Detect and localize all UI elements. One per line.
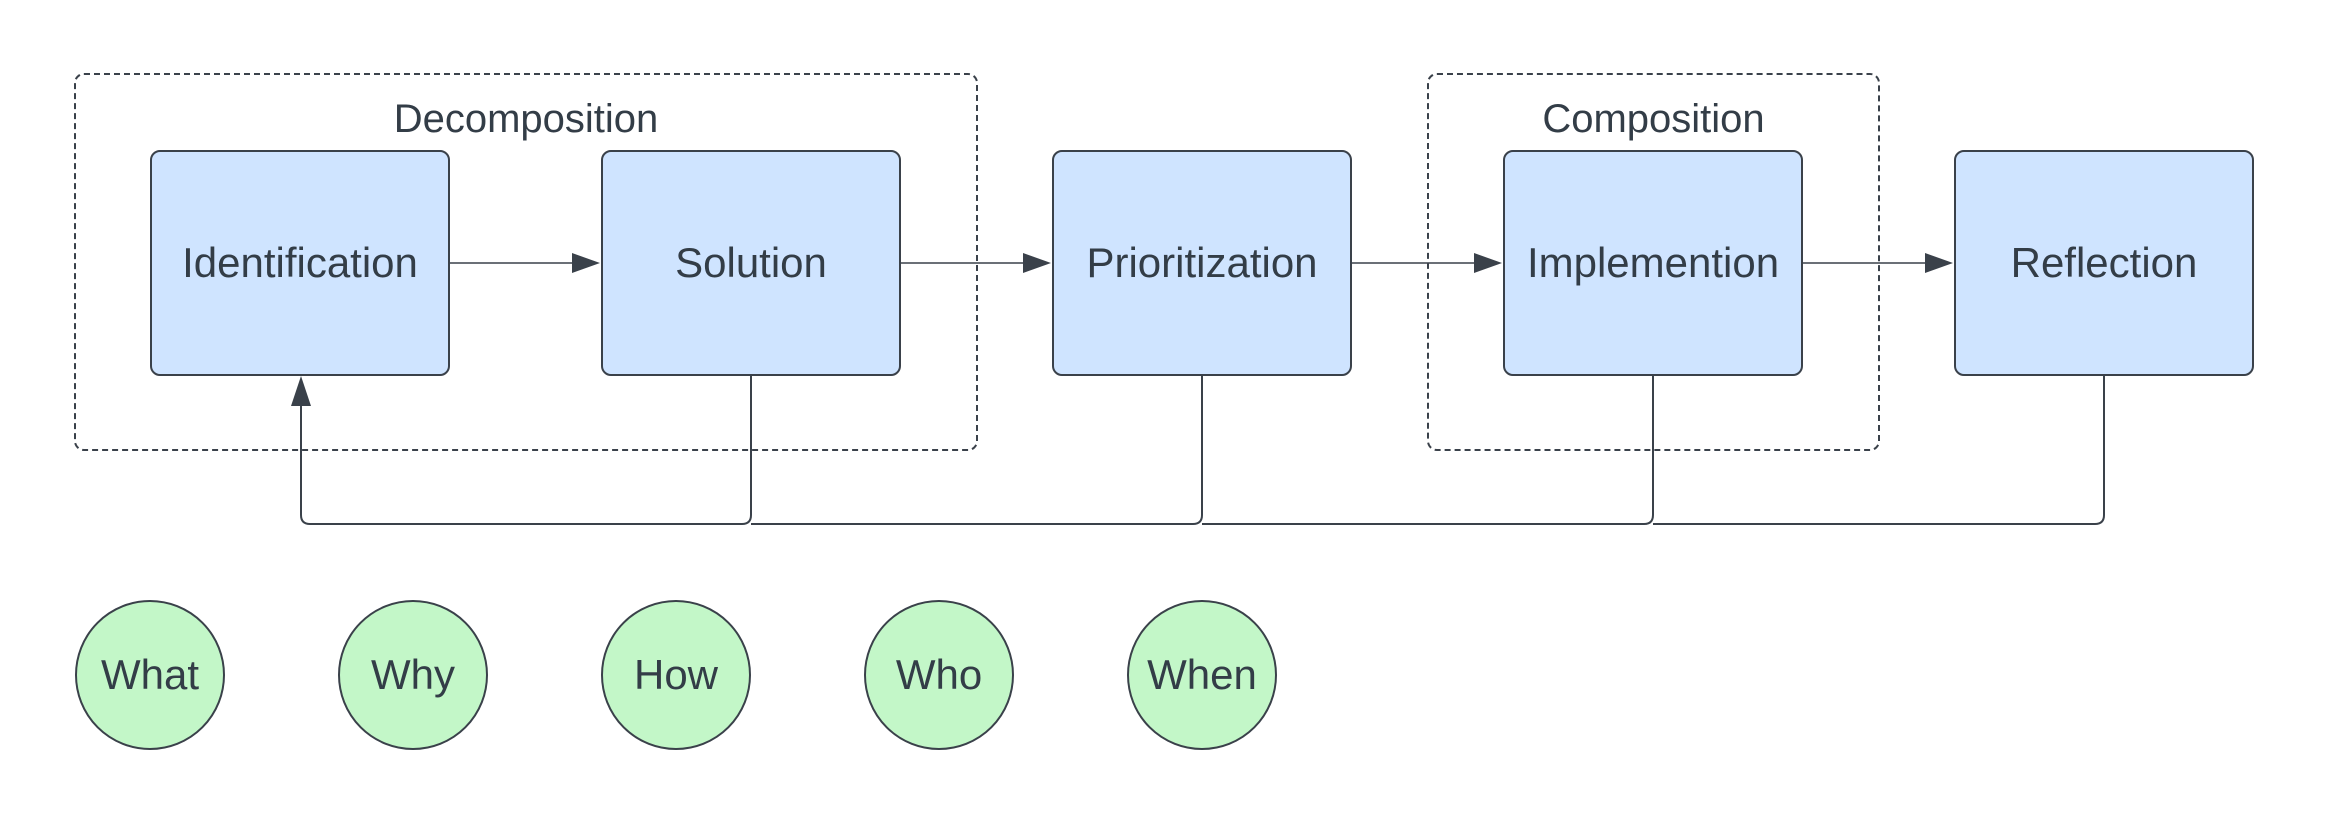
feedback-line-prioritization: [751, 376, 1203, 525]
feedback-line-implementation: [1202, 376, 1654, 525]
question-how[interactable]: How: [601, 600, 751, 750]
step-prioritization[interactable]: Prioritization: [1052, 150, 1352, 376]
arrowhead-solution: [572, 253, 600, 273]
step-implementation[interactable]: Implemention: [1503, 150, 1803, 376]
arrowhead-prioritization: [1023, 253, 1051, 273]
question-who-label: Who: [895, 651, 983, 698]
step-implementation-label: Implemention: [1526, 239, 1780, 286]
question-why[interactable]: Why: [338, 600, 488, 750]
question-who[interactable]: Who: [864, 600, 1014, 750]
question-when-label: When: [1147, 651, 1257, 698]
step-solution[interactable]: Solution: [601, 150, 901, 376]
arrowhead-implementation: [1474, 253, 1502, 273]
step-reflection[interactable]: Reflection: [1954, 150, 2254, 376]
feedback-line-reflection: [1653, 376, 2105, 525]
question-when[interactable]: When: [1127, 600, 1277, 750]
decomposition-title: Decomposition: [393, 97, 659, 141]
step-solution-label: Solution: [675, 239, 827, 286]
question-why-label: Why: [371, 651, 455, 698]
step-reflection-label: Reflection: [2010, 239, 2198, 286]
step-identification[interactable]: Identification: [150, 150, 450, 376]
arrowhead-identification: [291, 376, 311, 406]
question-what[interactable]: What: [75, 600, 225, 750]
question-how-label: How: [633, 651, 719, 698]
composition-title: Composition: [1542, 97, 1765, 141]
composition-group: Composition: [1427, 73, 1880, 451]
arrowhead-reflection: [1925, 253, 1953, 273]
step-identification-label: Identification: [182, 239, 418, 286]
feedback-line-solution: [300, 376, 752, 525]
question-what-label: What: [100, 651, 200, 698]
step-prioritization-label: Prioritization: [1086, 239, 1318, 286]
decomposition-group: Decomposition: [74, 73, 978, 451]
